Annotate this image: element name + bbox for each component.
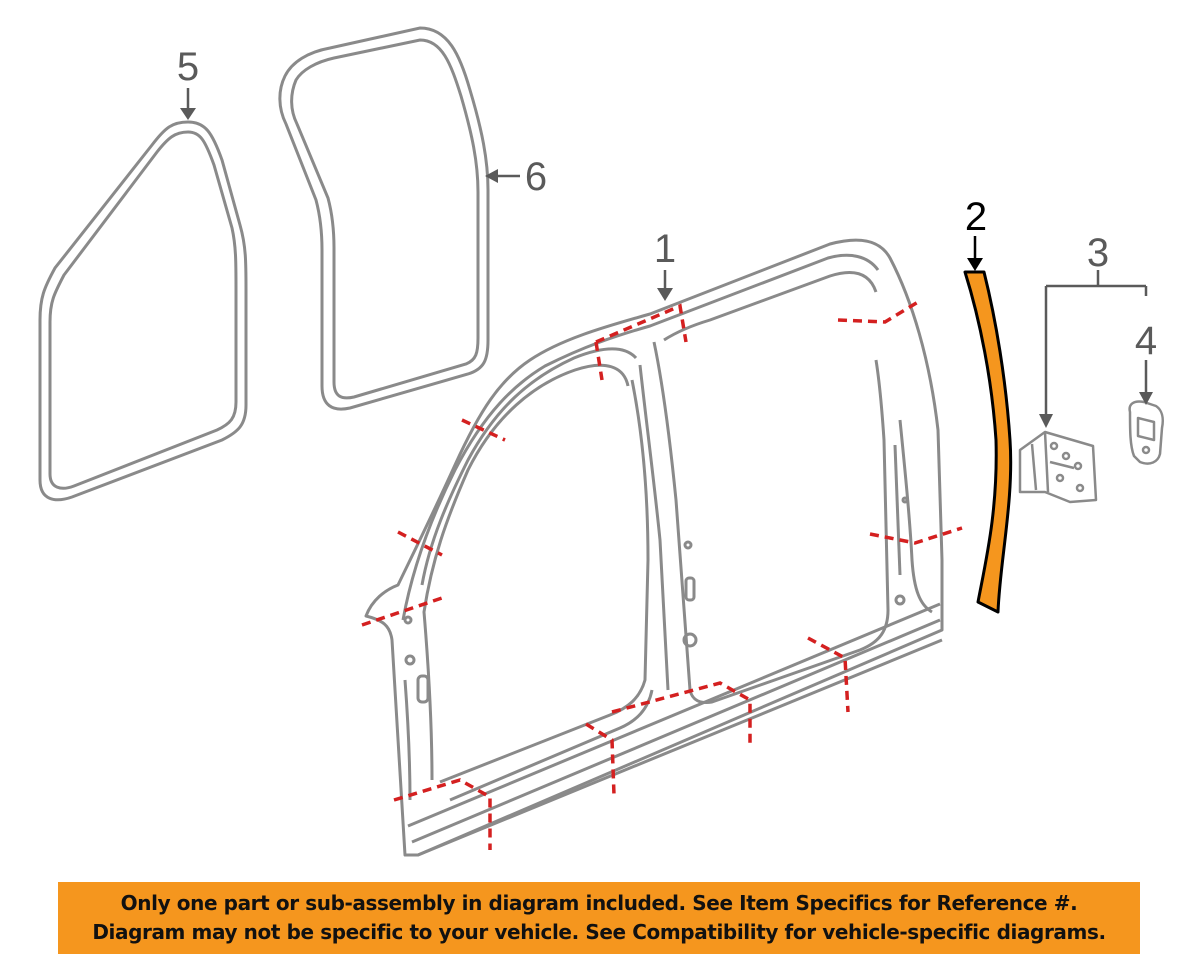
arrow-5 — [180, 108, 196, 120]
part-1-uniside-panel — [364, 238, 944, 857]
arrow-2 — [967, 258, 983, 271]
arrow-4 — [1139, 392, 1153, 405]
arrow-6 — [485, 169, 498, 183]
notice-banner: Only one part or sub-assembly in diagram… — [58, 882, 1140, 954]
parts-diagram: 5 6 1 2 3 4 — [38, 26, 1164, 857]
notice-line-1: Only one part or sub-assembly in diagram… — [120, 891, 1078, 915]
part-3-bracket — [1018, 430, 1098, 504]
callout-6: 6 — [525, 155, 547, 199]
callout-4: 4 — [1135, 319, 1157, 363]
arrowheads — [180, 108, 1153, 428]
part-4-clip — [1128, 400, 1164, 465]
callout-5: 5 — [177, 45, 199, 89]
part-5-front-door-weatherstrip — [38, 120, 248, 502]
arrow-3 — [1039, 414, 1053, 428]
callout-2: 2 — [965, 195, 987, 239]
part-1-cut-lines — [361, 300, 963, 850]
part-6-rear-door-weatherstrip — [278, 26, 490, 411]
callout-1: 1 — [654, 227, 676, 271]
leader-3 — [1044, 270, 1148, 416]
notice-line-2: Diagram may not be specific to your vehi… — [92, 920, 1106, 944]
arrow-1 — [657, 288, 673, 301]
part-2-pillar-molding — [963, 270, 1013, 614]
callout-3: 3 — [1087, 231, 1109, 275]
